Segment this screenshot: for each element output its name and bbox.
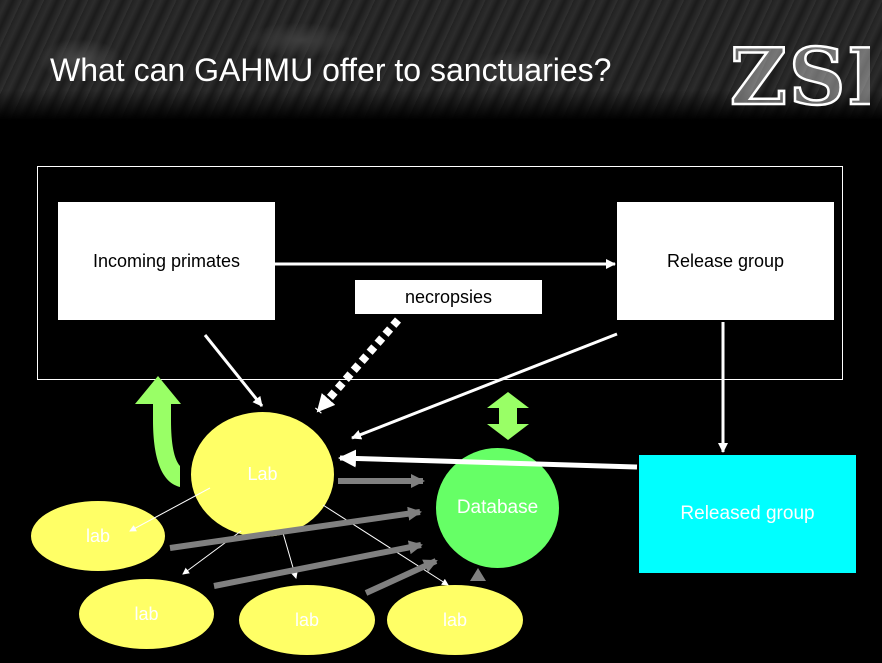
lab-ellipse-1: lab (30, 500, 166, 572)
zsl-logo: ZSL ZSL (730, 34, 870, 114)
arrow-lab4-to-database (470, 568, 486, 581)
svg-text:ZSL: ZSL (730, 34, 870, 114)
incoming-primates-box: Incoming primates (58, 202, 275, 320)
arrow-release-to-lab (351, 332, 618, 440)
process-frame (37, 166, 843, 380)
slide-title: What can GAHMU offer to sanctuaries? (50, 52, 612, 88)
arrow-necropsies-to-lab (314, 317, 402, 414)
arrow-lab-to-lab1 (129, 487, 211, 532)
lab-main-ellipse: Lab (190, 411, 335, 538)
lab-ellipse-2: lab (78, 578, 215, 650)
arrow-incoming-to-lab (203, 334, 264, 407)
feedback-curved-arrow (135, 376, 181, 487)
arrow-lab3-to-database (364, 558, 438, 596)
lab-ellipse-3: lab (238, 584, 376, 656)
arrow-lab2-to-database (213, 540, 423, 589)
released-group-box: Released group (639, 455, 856, 573)
title-banner (0, 0, 882, 120)
necropsies-box: necropsies (355, 280, 542, 314)
banner-fade (0, 90, 882, 120)
arrow-released-to-lab (338, 449, 638, 470)
release-group-box: Release group (617, 202, 834, 320)
arrow-lab1-to-database (169, 506, 422, 551)
svg-text:ZSL: ZSL (730, 34, 870, 114)
database-sync-arrow (487, 392, 529, 440)
lab-ellipse-4: lab (386, 584, 524, 656)
database-circle: Database (436, 448, 559, 568)
